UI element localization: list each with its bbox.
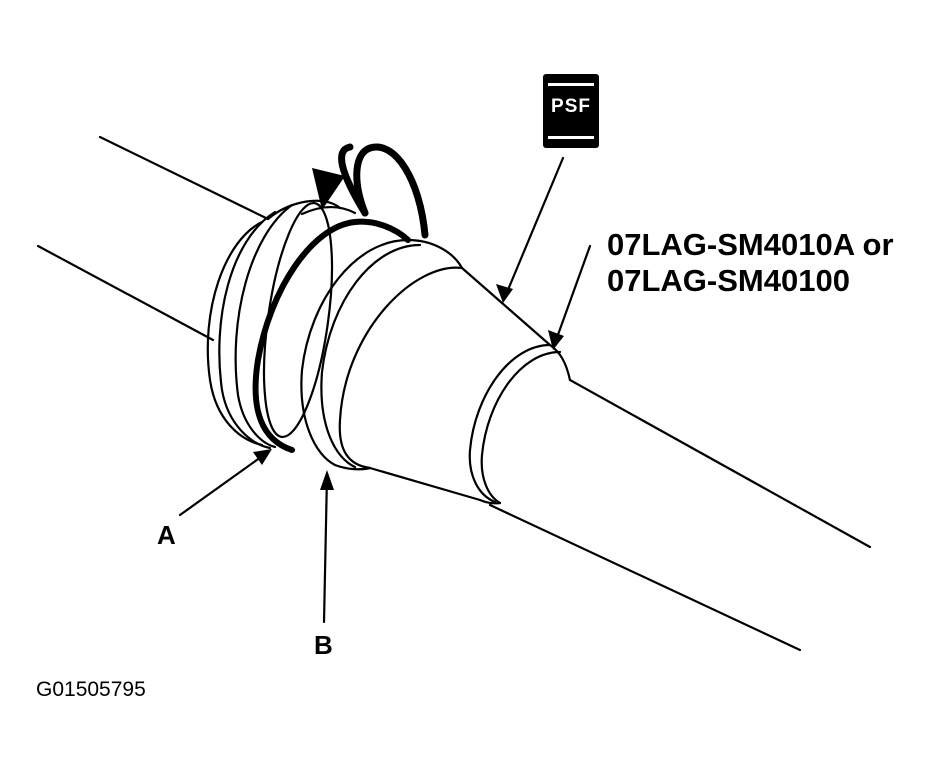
leader-A xyxy=(178,450,270,517)
rotation-arrowhead xyxy=(312,168,345,210)
seal-ring-A-top xyxy=(352,218,411,243)
callout-label-a: A xyxy=(157,520,176,550)
leader-part-number xyxy=(553,244,592,345)
installer-cone xyxy=(368,266,572,505)
arrowhead-psf xyxy=(496,284,513,303)
tool-part-number-line2: 07LAG-SM40100 xyxy=(607,263,850,298)
arrowhead-A xyxy=(253,449,272,465)
tool-part-number-line1: 07LAG-SM4010A or xyxy=(607,227,894,262)
arrowhead-part-number xyxy=(548,330,564,350)
psf-badge-text: PSF xyxy=(551,96,591,117)
seal-ring-A xyxy=(252,219,358,453)
badge-stripe-bottom xyxy=(548,136,594,139)
shaft-lower-edge-right xyxy=(488,503,802,652)
psf-badge: PSF xyxy=(543,74,599,148)
rotation-arrow xyxy=(338,143,429,239)
figure-id: G01505795 xyxy=(36,678,146,701)
shaft-upper-edge-right xyxy=(568,378,872,549)
tool-sleeve-B xyxy=(300,238,464,471)
badge-stripe-top xyxy=(548,83,594,86)
leader-psf xyxy=(503,156,565,299)
leader-B xyxy=(322,473,329,624)
shaft-lower-edge-left xyxy=(36,244,215,342)
shaft-upper-edge-left xyxy=(98,135,270,221)
tool-part-number-callout: 07LAG-SM4010A or 07LAG-SM40100 xyxy=(607,227,894,299)
callout-label-b: B xyxy=(314,630,333,660)
arrowhead-B xyxy=(320,470,334,490)
